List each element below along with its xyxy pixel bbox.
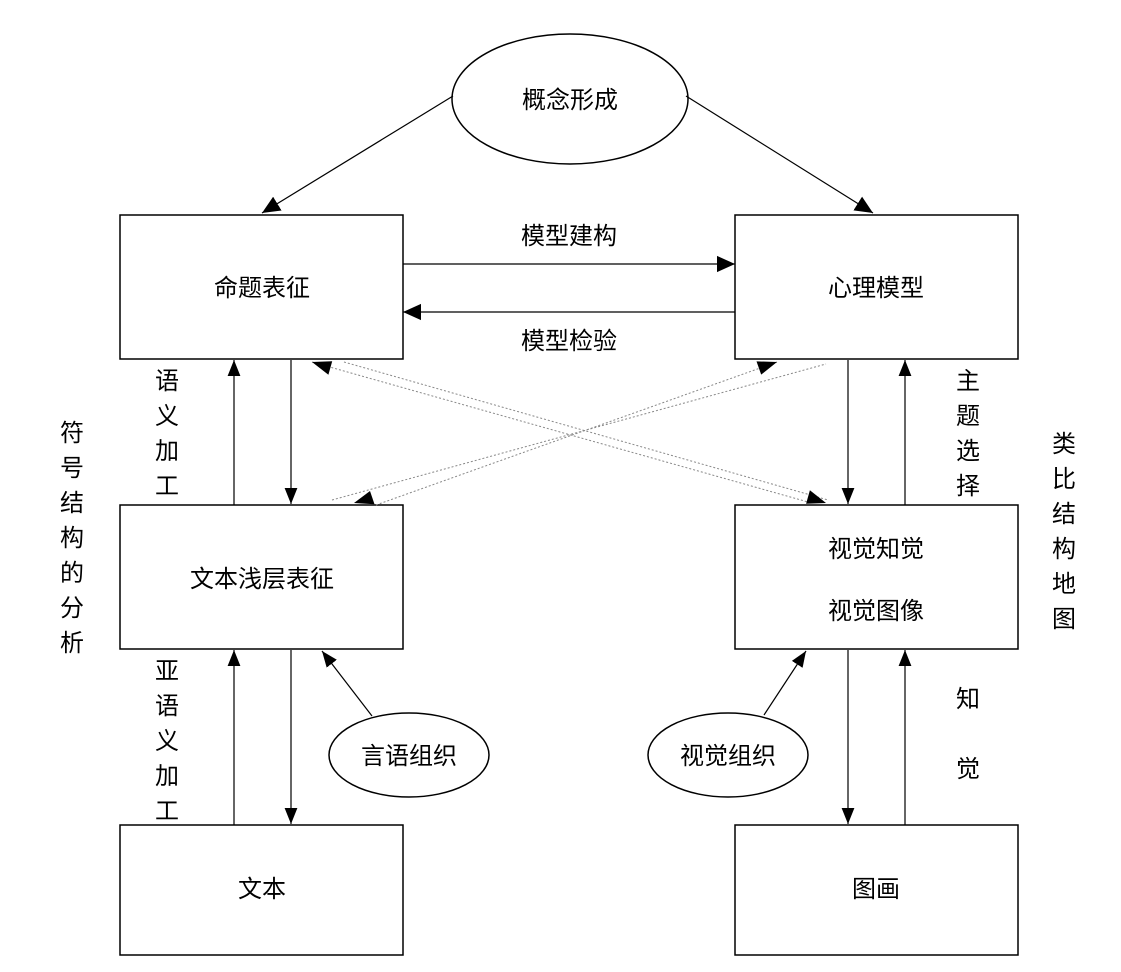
perception-char-2: 觉: [956, 755, 980, 783]
analog-structure-mapping-char-4: 构: [1052, 535, 1076, 563]
visual-image-label: 视觉图像: [828, 597, 924, 625]
symbol-structure-analysis-char-3: 结: [60, 489, 84, 517]
thematic-selection-char-4: 择: [956, 472, 980, 500]
thematic-selection-char-1: 主: [956, 367, 980, 395]
visual-perception-label: 视觉知觉: [828, 535, 924, 563]
semantic-processing-char-2: 义: [155, 402, 179, 430]
arrow-concept-to-mental-model: [685, 95, 874, 214]
analog-structure-mapping-char-6: 图: [1052, 605, 1076, 633]
thematic-selection-char-3: 选: [956, 437, 980, 465]
symbol-structure-analysis-char-1: 符: [60, 419, 84, 447]
node-text: 文本: [119, 824, 404, 956]
subsemantic-processing-char-3: 义: [155, 727, 179, 755]
concept-formation-label: 概念形成: [522, 86, 618, 114]
text-label: 文本: [238, 875, 286, 903]
model-construction-label: 模型建构: [521, 222, 617, 250]
analog-structure-mapping-char-1: 类: [1052, 430, 1076, 458]
thematic-selection-char-2: 题: [956, 402, 980, 430]
cross-arrowhead-to-propositional: [312, 361, 333, 375]
subsemantic-processing-char-4: 加: [155, 762, 179, 790]
cross-line-b2: [331, 363, 827, 501]
subsemantic-processing-char-2: 语: [155, 692, 179, 720]
cross-arrowhead-to-surface: [354, 491, 375, 505]
symbol-structure-analysis-char-5: 的: [60, 559, 84, 587]
surface-representation-label: 文本浅层表征: [190, 565, 334, 593]
cross-line-a2: [343, 361, 829, 501]
node-surface-representation: 文本浅层表征: [119, 504, 404, 650]
perception-char-1: 知: [956, 685, 980, 713]
mental-model-label: 心理模型: [828, 274, 924, 302]
semantic-processing-char-3: 加: [155, 437, 179, 465]
arrow-verbal-organization: [321, 650, 373, 717]
symbol-structure-analysis-char-6: 分: [60, 594, 84, 622]
analog-structure-mapping-char-3: 结: [1052, 500, 1076, 528]
symbol-structure-analysis-char-2: 号: [60, 454, 84, 482]
analog-structure-mapping-char-5: 地: [1052, 570, 1076, 598]
cross-arrowhead-to-visual: [806, 490, 826, 504]
node-propositional-representation: 命题表征: [119, 214, 404, 360]
arrow-concept-to-propositional: [261, 95, 454, 214]
verbal-organization-label: 言语组织: [361, 742, 457, 770]
picture-label: 图画: [852, 875, 900, 903]
cross-line-a1: [311, 361, 809, 503]
visual-organization-label: 视觉组织: [680, 742, 776, 770]
node-concept-formation: 概念形成: [451, 33, 689, 165]
symbol-structure-analysis-char-7: 析: [60, 629, 84, 657]
node-picture: 图画: [734, 824, 1019, 956]
arrow-visual-organization: [763, 650, 807, 716]
semantic-processing-char-4: 工: [155, 472, 179, 500]
cross-arrowhead-to-mental-model: [756, 361, 777, 375]
model-inspection-label: 模型检验: [521, 327, 617, 355]
analog-structure-mapping-char-2: 比: [1052, 465, 1076, 493]
node-verbal-organization: 言语组织: [328, 712, 490, 798]
symbol-structure-analysis-char-4: 构: [60, 524, 84, 552]
semantic-processing-char-1: 语: [155, 367, 179, 395]
node-visual-perception-image: 视觉知觉 视觉图像: [734, 504, 1019, 650]
subsemantic-processing-char-1: 亚: [155, 657, 179, 685]
subsemantic-processing-char-5: 工: [155, 797, 179, 825]
propositional-representation-label: 命题表征: [214, 274, 310, 302]
cross-line-b1: [375, 361, 778, 506]
node-visual-organization: 视觉组织: [647, 712, 809, 798]
node-mental-model: 心理模型: [734, 214, 1019, 360]
